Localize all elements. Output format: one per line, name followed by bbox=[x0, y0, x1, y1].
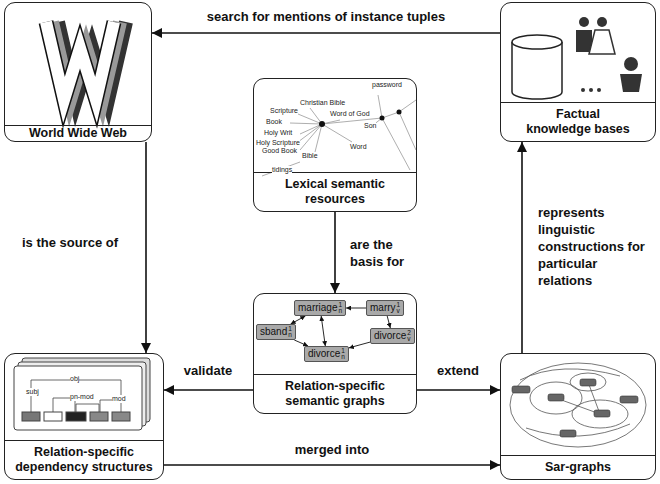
concept-box: marry1v bbox=[366, 300, 404, 316]
box-label: Sar-graphs bbox=[545, 460, 611, 474]
concept-box: marriage1n bbox=[294, 300, 346, 316]
concept-word: sband bbox=[260, 326, 287, 338]
part-of-speech: n bbox=[338, 308, 342, 314]
lexical-word: Christian Bible bbox=[300, 99, 345, 107]
lexical-word: Book bbox=[266, 118, 282, 126]
flow-arrow bbox=[145, 142, 147, 353]
concept-box: sband1n bbox=[256, 324, 296, 340]
box-label-band: Relation-specific semantic graphs bbox=[254, 374, 416, 413]
dependency-label: obj bbox=[70, 375, 79, 383]
box-label: Relation-specific semantic graphs bbox=[285, 379, 385, 408]
relation-arrow bbox=[321, 316, 325, 346]
part-of-speech: n bbox=[288, 332, 292, 338]
edge-label: is the source of bbox=[20, 234, 120, 251]
concept-word: marriage bbox=[298, 302, 337, 314]
box-label: Relation-specific dependency structures bbox=[15, 445, 153, 474]
relation-arrow bbox=[291, 316, 306, 324]
box-label: World Wide Web bbox=[29, 126, 127, 140]
relation-arrow bbox=[346, 308, 366, 309]
edge-label: validate bbox=[182, 362, 234, 379]
process-box: Relation-specific semantic graphs marriag… bbox=[253, 293, 417, 414]
concept-word: marry bbox=[370, 302, 396, 314]
dependency-label: mod bbox=[112, 395, 126, 403]
lexical-word: Good Book bbox=[262, 147, 297, 155]
edge-label: represents linguistic constructions for … bbox=[536, 204, 656, 289]
sense-index: 2v bbox=[407, 330, 411, 342]
box-label-band: Sar-graphs bbox=[501, 455, 655, 479]
concept-box: divorce1n bbox=[304, 346, 349, 362]
box-label-band: Relation-specific dependency structures bbox=[5, 440, 163, 479]
relation-arrow bbox=[349, 342, 370, 348]
sense-index: 1n bbox=[288, 326, 292, 338]
flow-arrow bbox=[417, 389, 500, 391]
sense-index: 1v bbox=[397, 302, 401, 314]
edge-label: extend bbox=[435, 362, 481, 379]
edge-label: are the basis for bbox=[348, 236, 424, 270]
process-box: World Wide Web bbox=[4, 2, 152, 142]
flow-arrow bbox=[152, 32, 500, 34]
sense-index: 1n bbox=[338, 302, 342, 314]
part-of-speech: v bbox=[397, 308, 401, 314]
sense-index: 1n bbox=[341, 348, 345, 360]
lexical-word: Word bbox=[350, 143, 367, 151]
lexical-word: Holy Scripture bbox=[256, 139, 300, 147]
box-label-band: Factual knowledge bases bbox=[501, 102, 655, 141]
dependency-label: subj bbox=[26, 388, 39, 396]
lexical-word: Word of God bbox=[330, 110, 370, 118]
lexical-word: Holy Writ bbox=[264, 129, 292, 137]
concept-word: divorce bbox=[308, 348, 340, 360]
part-of-speech: n bbox=[341, 354, 345, 360]
lexical-word: tidings bbox=[272, 166, 292, 174]
edge-label: search for mentions of instance tuples bbox=[205, 8, 447, 25]
dependency-label: pn-mod bbox=[70, 393, 94, 401]
flow-arrow bbox=[164, 389, 253, 391]
box-label-band: World Wide Web bbox=[5, 125, 151, 141]
concept-box: divorce2v bbox=[370, 328, 415, 344]
lexical-word: Son bbox=[364, 122, 376, 130]
box-label-band: Lexical semantic resources bbox=[254, 172, 416, 211]
process-box: Factual knowledge bases bbox=[500, 2, 656, 142]
process-box: Relation-specific dependency structures bbox=[4, 353, 164, 480]
lexical-word: Bible bbox=[302, 152, 318, 160]
flow-arrow bbox=[164, 464, 500, 466]
box-label: Factual knowledge bases bbox=[526, 107, 630, 136]
flow-arrow bbox=[334, 212, 336, 293]
relation-arrow bbox=[387, 316, 390, 328]
concept-word: divorce bbox=[374, 330, 406, 342]
lexical-word: Scripture bbox=[270, 107, 298, 115]
process-box: Sar-graphs bbox=[500, 353, 656, 480]
edge-label: merged into bbox=[293, 441, 371, 458]
box-label: Lexical semantic resources bbox=[285, 177, 385, 206]
lexical-word: password bbox=[372, 81, 402, 89]
part-of-speech: v bbox=[407, 336, 411, 342]
flow-arrow bbox=[521, 142, 523, 353]
